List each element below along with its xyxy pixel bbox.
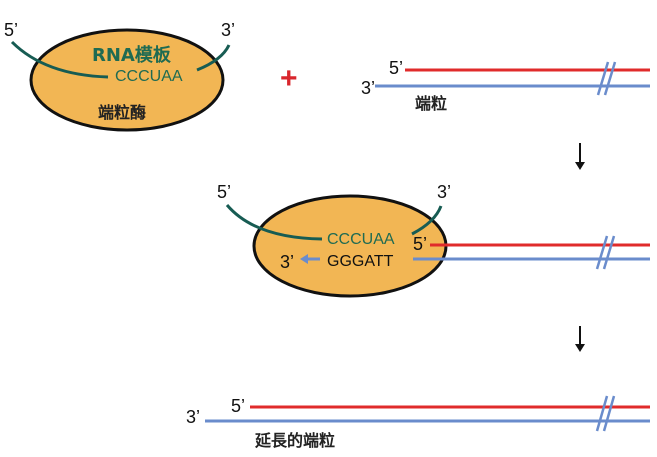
extended-5-prime: 5’ [231, 396, 245, 416]
rna-sequence: CCCUAA [115, 68, 183, 85]
rna-template-strand-right [196, 44, 231, 72]
telomere-3-prime: 3’ [361, 78, 375, 98]
rna-sequence-2: CCCUAA [327, 231, 395, 248]
extended-telomere-label: 延長的端粒 [254, 431, 335, 450]
rna-3-prime-label-2: 3’ [437, 182, 451, 202]
rna-5-prime-label-2: 5’ [217, 182, 231, 202]
telomerase-binding: 5’ 3’ CCCUAA 5’ GGGATT 3’ [217, 182, 650, 298]
rna-3-prime-label: 3’ [221, 20, 235, 40]
dna-5-prime-label: 5’ [413, 234, 427, 254]
telomere-dna: 5’ 3’ 端粒 [361, 58, 650, 113]
telomerase-label: 端粒酶 [98, 103, 146, 122]
rna-5-prime-label: 5’ [4, 20, 18, 40]
plus-sign: + [280, 62, 298, 95]
telomerase-enzyme: 5’ 3’ RNA模板 CCCUAA 端粒酶 [4, 20, 235, 132]
rna-template-strand-left [10, 40, 109, 79]
down-arrow-icon [575, 143, 585, 170]
telomere-label: 端粒 [415, 94, 447, 113]
down-arrow-icon [575, 326, 585, 352]
rna-template-label: RNA模板 [92, 44, 172, 66]
break-mark [596, 61, 610, 96]
telomere-5-prime: 5’ [389, 58, 403, 78]
extended-3-prime: 3’ [186, 407, 200, 427]
new-dna-sequence: GGGATT [327, 253, 394, 270]
extended-telomere: 5’ 3’ 延長的端粒 [186, 395, 650, 450]
new-3-prime-label: 3’ [280, 252, 294, 272]
